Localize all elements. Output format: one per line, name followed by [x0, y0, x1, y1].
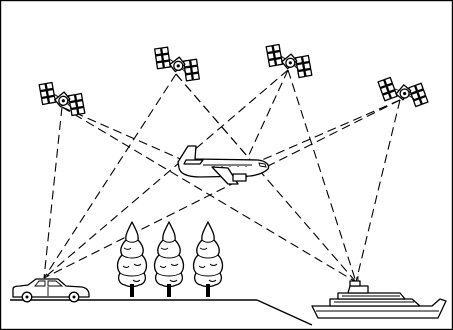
- gps-diagram: [0, 0, 453, 330]
